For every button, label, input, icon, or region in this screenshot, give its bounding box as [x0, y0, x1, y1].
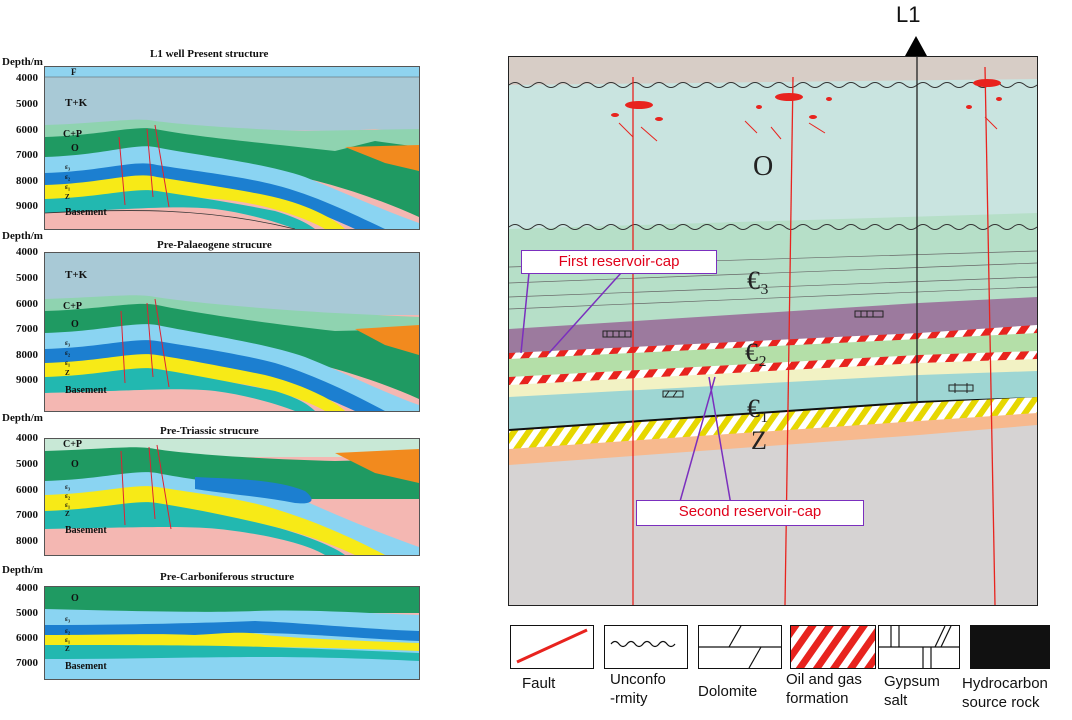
unit-label-tk: T+K: [65, 269, 88, 281]
depth-label: Depth/m: [2, 564, 43, 576]
legend-label-unconformity: Unconfo -rmity: [610, 671, 666, 707]
depth-tick: 8000: [16, 349, 38, 361]
unit-label-cp: C+P: [63, 129, 83, 140]
unit-label-c3: ε₃: [65, 163, 71, 171]
fault-line-icon: [510, 625, 594, 669]
unit-label-o: O: [71, 459, 79, 470]
unit-label-c2: ε₂: [65, 349, 71, 357]
unit-label-c3: ε₃: [65, 483, 71, 491]
depth-tick: 4000: [16, 246, 38, 258]
section-present: F T+K C+P O ε₃ ε₂ ε₁ Z Basement: [44, 66, 420, 230]
depth-tick: 5000: [16, 458, 38, 470]
unit-label-basement: Basement: [65, 525, 107, 536]
section-pre-triassic: C+P O ε₃ ε₂ ε₁ Z Basement: [44, 438, 420, 556]
callout-first-reservoir-cap: First reservoir-cap: [521, 250, 717, 274]
unit-label-basement: Basement: [65, 385, 107, 396]
unit-label-c2: ε₂: [65, 492, 71, 500]
unit-label-c2: €₂: [745, 338, 767, 367]
unit-label-c1: ε₁: [65, 636, 71, 644]
unit-label-z: Z: [65, 645, 70, 653]
legend-label-oil-gas: Oil and gas formation: [786, 671, 862, 707]
unit-label-c1: ε₁: [65, 501, 71, 509]
unit-label-c1: ε₁: [65, 183, 71, 191]
unit-label-c3: ε₃: [65, 339, 71, 347]
depth-tick: 4000: [16, 432, 38, 444]
legend-label-fault: Fault: [522, 675, 556, 692]
depth-tick: 6000: [16, 298, 38, 310]
unconformity-icon: [604, 625, 688, 669]
depth-tick: 7000: [16, 657, 38, 669]
panel-title-pre-palaeogene: Pre-Palaeogene strucure: [157, 239, 272, 251]
depth-label: Depth/m: [2, 230, 43, 242]
unit-label-cp: C+P: [63, 439, 83, 450]
well-marker-triangle-icon: [905, 36, 927, 56]
depth-tick: 4000: [16, 72, 38, 84]
depth-tick: 9000: [16, 374, 38, 386]
depth-tick: 5000: [16, 98, 38, 110]
unit-label-z: Z: [751, 426, 767, 455]
depth-tick: 6000: [16, 632, 38, 644]
depth-label: Depth/m: [2, 56, 43, 68]
depth-tick: 8000: [16, 535, 38, 547]
unit-label-c3: €₃: [747, 266, 769, 295]
unit-label-c1: ε₁: [65, 359, 71, 367]
panel-title-present: L1 well Present structure: [150, 48, 269, 60]
unit-label-tk: T+K: [65, 97, 88, 109]
unit-label-z: Z: [65, 510, 70, 518]
depth-tick: 6000: [16, 484, 38, 496]
panel-title-pre-carboniferous: Pre-Carboniferous structure: [160, 571, 295, 583]
well-label-l1: L1: [896, 2, 921, 27]
panel-title-pre-triassic: Pre-Triassic strucure: [160, 425, 259, 437]
depth-tick: 5000: [16, 607, 38, 619]
oil-gas-hatch-icon: [790, 625, 876, 669]
legend-label-source-rock: Hydrocarbon source rock: [962, 675, 1048, 711]
depth-tick: 4000: [16, 582, 38, 594]
unit-label-basement: Basement: [65, 661, 107, 672]
depth-tick: 5000: [16, 272, 38, 284]
unit-label-c2: ε₂: [65, 173, 71, 181]
depth-tick: 7000: [16, 323, 38, 335]
unit-label-c1: €₁: [747, 394, 769, 423]
callout-second-reservoir-cap: Second reservoir-cap: [636, 500, 864, 526]
unit-label-o: O: [71, 319, 79, 330]
dolomite-icon: [698, 625, 782, 669]
unit-label-z: Z: [65, 369, 70, 377]
unit-label-f: F: [71, 67, 77, 77]
unit-label-o: O: [71, 593, 79, 604]
depth-tick: 8000: [16, 175, 38, 187]
unit-label-o: O: [753, 151, 773, 182]
depth-label: Depth/m: [2, 412, 43, 424]
depth-tick: 9000: [16, 200, 38, 212]
gypsum-salt-icon: [878, 625, 960, 669]
unit-label-c2: ε₂: [65, 627, 71, 635]
unit-label-o: O: [71, 143, 79, 154]
depth-tick: 6000: [16, 124, 38, 136]
unit-label-basement: Basement: [65, 207, 107, 218]
legend-label-dolomite: Dolomite: [698, 683, 758, 700]
legend-label-gypsum: Gypsum salt: [884, 673, 940, 709]
unit-label-z: Z: [65, 193, 70, 201]
unit-label-cp: C+P: [63, 301, 83, 312]
section-pre-palaeogene: T+K C+P O ε₃ ε₂ ε₁ Z Basement: [44, 252, 420, 412]
source-rock-icon: [970, 625, 1050, 669]
depth-tick: 7000: [16, 509, 38, 521]
depth-tick: 7000: [16, 149, 38, 161]
section-pre-carboniferous: O ε₃ ε₂ ε₁ Z Basement: [44, 586, 420, 680]
unit-label-c3: ε₃: [65, 615, 71, 623]
